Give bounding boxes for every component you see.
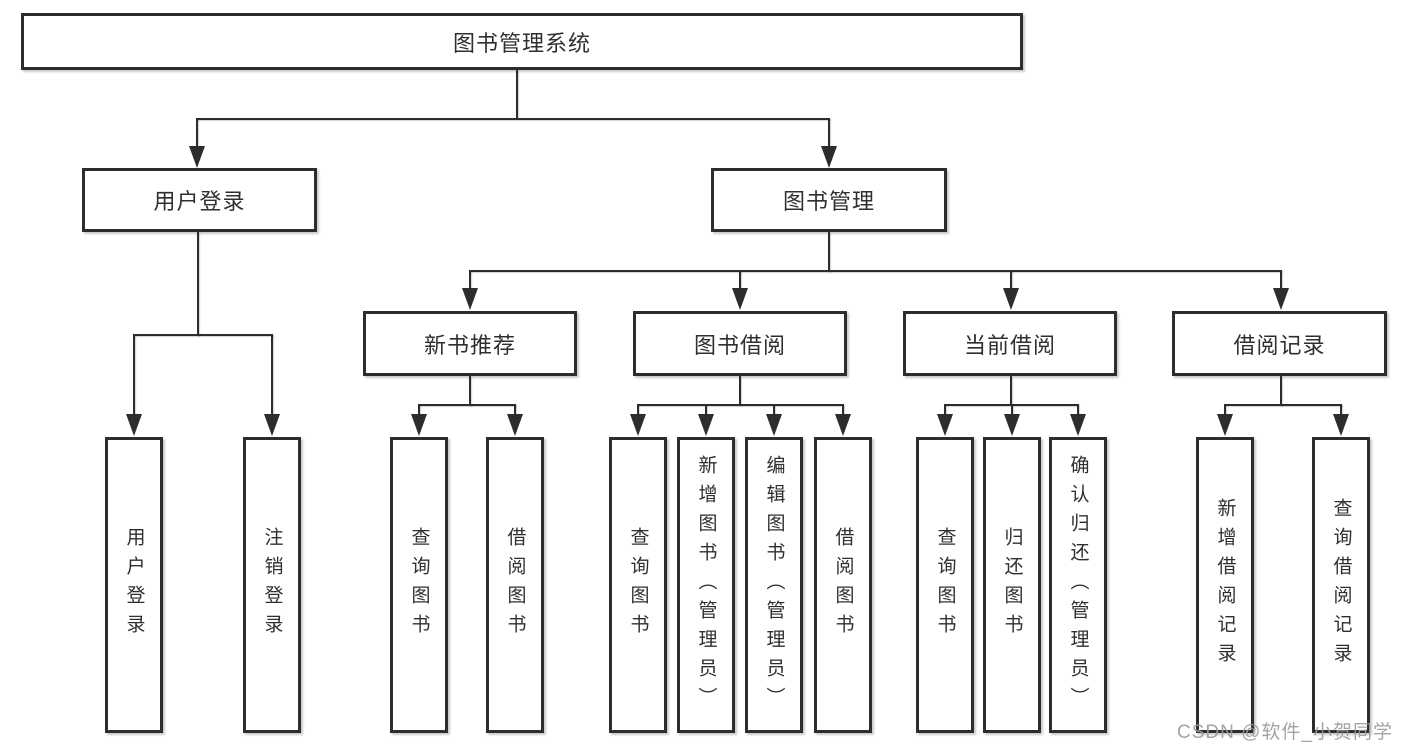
- connector-line: [842, 404, 844, 416]
- leaf-add-books-admin: 新增图书（管理员）: [677, 437, 735, 733]
- connector-line: [944, 404, 946, 416]
- node-book-borrowing: 图书借阅: [633, 311, 847, 376]
- leaf-borrow-books-recommend: 借阅图书: [486, 437, 544, 733]
- leaf-borrow-books-borrowing-label: 借阅图书: [832, 527, 854, 643]
- node-book-borrowing-label: 图书借阅: [693, 332, 786, 358]
- node-book-management: 图书管理: [711, 168, 947, 232]
- leaf-query-borrow-record: 查询借阅记录: [1312, 437, 1370, 733]
- node-user-login-label: 用户登录: [153, 189, 246, 214]
- csdn-watermark: CSDN @软件_小贺同学: [1177, 722, 1393, 743]
- node-book-management-label: 图书管理: [782, 189, 875, 214]
- arrowhead-icon: [1070, 414, 1086, 436]
- node-current-borrowing: 当前借阅: [903, 311, 1117, 376]
- node-borrowing-records-label: 借阅记录: [1233, 332, 1326, 358]
- connector-line: [1280, 270, 1282, 290]
- connector-line: [469, 270, 1282, 272]
- connector-line: [271, 334, 273, 415]
- leaf-user-login-label: 用户登录: [123, 527, 145, 643]
- connector-line: [1010, 270, 1012, 290]
- connector-line: [1224, 404, 1226, 416]
- arrowhead-icon: [698, 414, 714, 436]
- connector-line: [516, 70, 518, 118]
- leaf-query-borrow-record-label: 查询借阅记录: [1330, 498, 1352, 672]
- arrowhead-icon: [630, 414, 646, 436]
- leaf-borrow-books-recommend-label: 借阅图书: [504, 527, 526, 643]
- leaf-confirm-return-admin: 确认归还（管理员）: [1049, 437, 1107, 733]
- connector-line: [637, 404, 639, 416]
- leaf-return-books-label: 归还图书: [1001, 527, 1023, 643]
- node-new-book-recommend-label: 新书推荐: [423, 332, 516, 358]
- connector-line: [133, 334, 273, 336]
- arrowhead-icon: [732, 288, 748, 310]
- arrowhead-icon: [821, 146, 837, 168]
- node-root: 图书管理系统: [21, 13, 1023, 70]
- arrowhead-icon: [1004, 414, 1020, 436]
- arrowhead-icon: [1217, 414, 1233, 436]
- arrowhead-icon: [126, 414, 142, 436]
- node-user-login: 用户登录: [82, 168, 317, 232]
- node-new-book-recommend: 新书推荐: [363, 311, 577, 376]
- connector-line: [739, 376, 741, 406]
- leaf-add-borrow-record-label: 新增借阅记录: [1214, 498, 1236, 672]
- connector-line: [705, 404, 707, 416]
- leaf-query-books-borrowing: 查询图书: [609, 437, 667, 733]
- leaf-logout-label: 注销登录: [261, 527, 283, 643]
- connector-line: [418, 404, 516, 406]
- connector-line: [1340, 404, 1342, 416]
- connector-line: [469, 270, 471, 290]
- leaf-edit-books-admin-label: 编辑图书（管理员）: [763, 454, 785, 716]
- connector-line: [1010, 376, 1012, 406]
- leaf-query-books-recommend: 查询图书: [390, 437, 448, 733]
- connector-line: [637, 404, 843, 406]
- connector-line: [1224, 404, 1342, 406]
- connector-line: [828, 118, 830, 148]
- connector-line: [196, 118, 830, 120]
- arrowhead-icon: [766, 414, 782, 436]
- arrowhead-icon: [264, 414, 280, 436]
- leaf-edit-books-admin: 编辑图书（管理员）: [745, 437, 803, 733]
- leaf-logout: 注销登录: [243, 437, 301, 733]
- arrowhead-icon: [835, 414, 851, 436]
- arrowhead-icon: [189, 146, 205, 168]
- leaf-query-books-current-label: 查询图书: [934, 527, 956, 643]
- connector-line: [1280, 376, 1282, 406]
- connector-line: [514, 404, 516, 416]
- node-root-label: 图书管理系统: [452, 30, 591, 56]
- arrowhead-icon: [937, 414, 953, 436]
- connector-line: [469, 376, 471, 406]
- connector-line: [739, 270, 741, 290]
- connector-line: [773, 404, 775, 416]
- connector-line: [133, 334, 135, 415]
- arrowhead-icon: [1273, 288, 1289, 310]
- connector-line: [828, 232, 830, 272]
- connector-line: [418, 404, 420, 416]
- leaf-borrow-books-borrowing: 借阅图书: [814, 437, 872, 733]
- leaf-add-borrow-record: 新增借阅记录: [1196, 437, 1254, 733]
- connector-line: [1077, 404, 1079, 416]
- leaf-confirm-return-admin-label: 确认归还（管理员）: [1067, 454, 1089, 716]
- leaf-query-books-recommend-label: 查询图书: [408, 527, 430, 643]
- leaf-return-books: 归还图书: [983, 437, 1041, 733]
- connector-line: [196, 118, 198, 148]
- arrowhead-icon: [507, 414, 523, 436]
- leaf-user-login: 用户登录: [105, 437, 163, 733]
- node-borrowing-records: 借阅记录: [1172, 311, 1387, 376]
- connector-line: [197, 232, 199, 336]
- node-current-borrowing-label: 当前借阅: [963, 332, 1056, 358]
- leaf-query-books-borrowing-label: 查询图书: [627, 527, 649, 643]
- leaf-add-books-admin-label: 新增图书（管理员）: [695, 454, 717, 716]
- connector-line: [1011, 404, 1013, 416]
- arrowhead-icon: [1003, 288, 1019, 310]
- arrowhead-icon: [1333, 414, 1349, 436]
- leaf-query-books-current: 查询图书: [916, 437, 974, 733]
- arrowhead-icon: [462, 288, 478, 310]
- arrowhead-icon: [411, 414, 427, 436]
